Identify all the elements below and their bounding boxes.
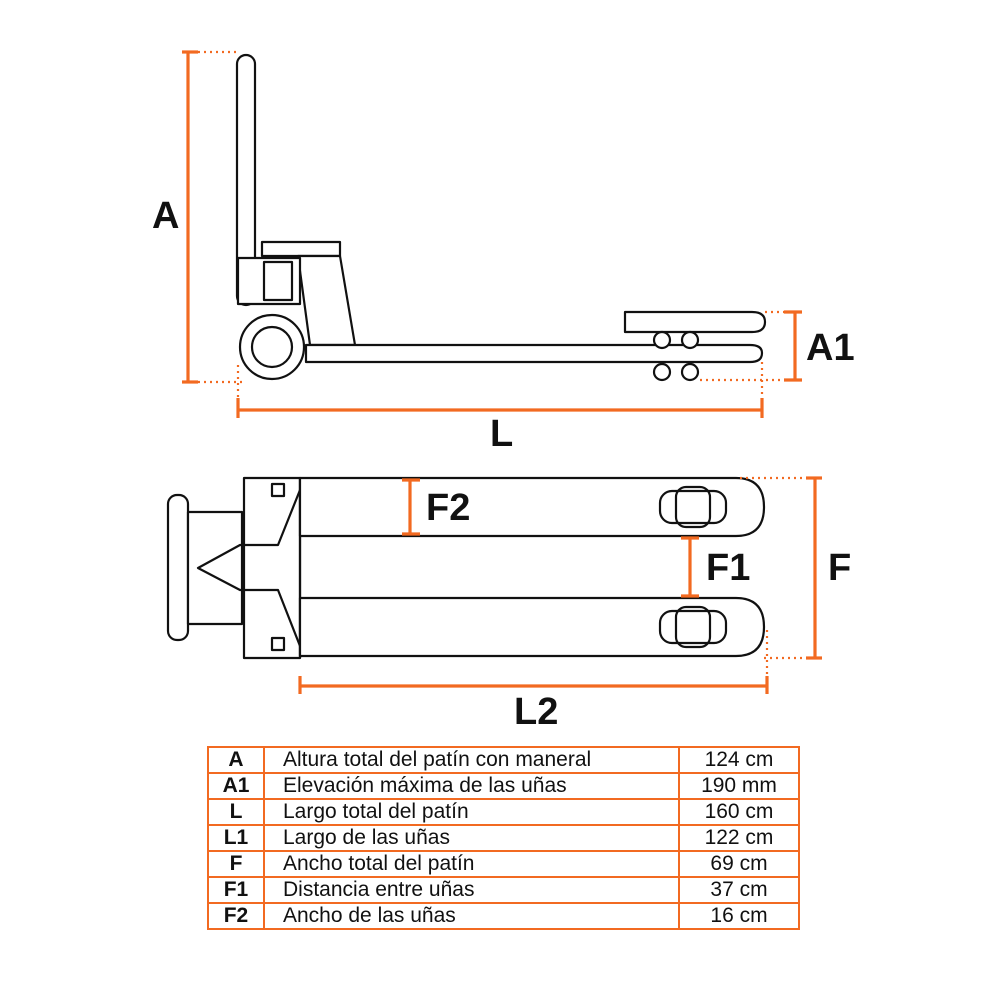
pump-block	[236, 256, 302, 306]
fork-roller	[658, 489, 728, 525]
spec-description: Altura total del patín con maneral	[263, 746, 680, 774]
side-view: A A1 L	[152, 50, 855, 455]
spec-code: A	[207, 746, 265, 774]
table-row: L Largo total del patín 160 cm	[207, 798, 800, 826]
label-a: A	[152, 195, 179, 237]
pallet-jack-diagram: A A1 L	[152, 50, 855, 733]
top-fork-lower	[298, 596, 766, 658]
fork-lower-body	[304, 343, 764, 364]
chassis-detail	[270, 482, 286, 498]
top-view: F2 F1 F L2	[166, 476, 851, 733]
spec-description: Largo total del patín	[263, 798, 680, 826]
top-handle-grip	[166, 493, 190, 642]
spec-value: 69 cm	[678, 850, 800, 878]
table-row: A1 Elevación máxima de las uñas 190 mm	[207, 772, 800, 800]
spec-code: A1	[207, 772, 265, 800]
label-l: L	[490, 413, 513, 455]
top-fork-upper	[298, 476, 766, 538]
load-roller	[652, 330, 672, 350]
pump-cap	[260, 240, 342, 258]
spec-description: Ancho de las uñas	[263, 902, 680, 930]
raised-fork-plate	[623, 310, 767, 334]
label-f1: F1	[706, 547, 750, 589]
spec-code: L	[207, 798, 265, 826]
label-a1: A1	[806, 327, 855, 369]
spec-code: L1	[207, 824, 265, 852]
top-chassis	[242, 476, 302, 660]
spec-description: Ancho total del patín	[263, 850, 680, 878]
top-pump-shape	[196, 489, 302, 647]
label-f: F	[828, 547, 851, 589]
steer-wheel-hub	[250, 325, 294, 369]
spec-description: Elevación máxima de las uñas	[263, 772, 680, 800]
spec-value: 124 cm	[678, 746, 800, 774]
spec-value: 122 cm	[678, 824, 800, 852]
label-f2: F2	[426, 487, 470, 529]
spec-code: F2	[207, 902, 265, 930]
table-row: L1 Largo de las uñas 122 cm	[207, 824, 800, 852]
specs-table: A Altura total del patín con maneral 124…	[207, 746, 800, 930]
spec-value: 16 cm	[678, 902, 800, 930]
spec-code: F1	[207, 876, 265, 904]
table-row: F Ancho total del patín 69 cm	[207, 850, 800, 878]
table-row: F2 Ancho de las uñas 16 cm	[207, 902, 800, 930]
fork-roller	[658, 609, 728, 645]
spec-value: 190 mm	[678, 772, 800, 800]
fork-roller-detail	[674, 485, 712, 529]
spec-value: 160 cm	[678, 798, 800, 826]
spec-value: 37 cm	[678, 876, 800, 904]
table-row: F1 Distancia entre uñas 37 cm	[207, 876, 800, 904]
spec-description: Largo de las uñas	[263, 824, 680, 852]
top-pump-block	[186, 510, 244, 626]
load-roller	[680, 362, 700, 382]
load-roller	[652, 362, 672, 382]
table-row: A Altura total del patín con maneral 124…	[207, 746, 800, 774]
spec-code: F	[207, 850, 265, 878]
label-l2: L2	[514, 691, 558, 733]
load-roller	[680, 330, 700, 350]
fork-roller-detail	[674, 605, 712, 649]
pump-detail	[262, 260, 294, 302]
pump-body	[296, 254, 357, 347]
chassis-detail	[270, 636, 286, 652]
spec-description: Distancia entre uñas	[263, 876, 680, 904]
